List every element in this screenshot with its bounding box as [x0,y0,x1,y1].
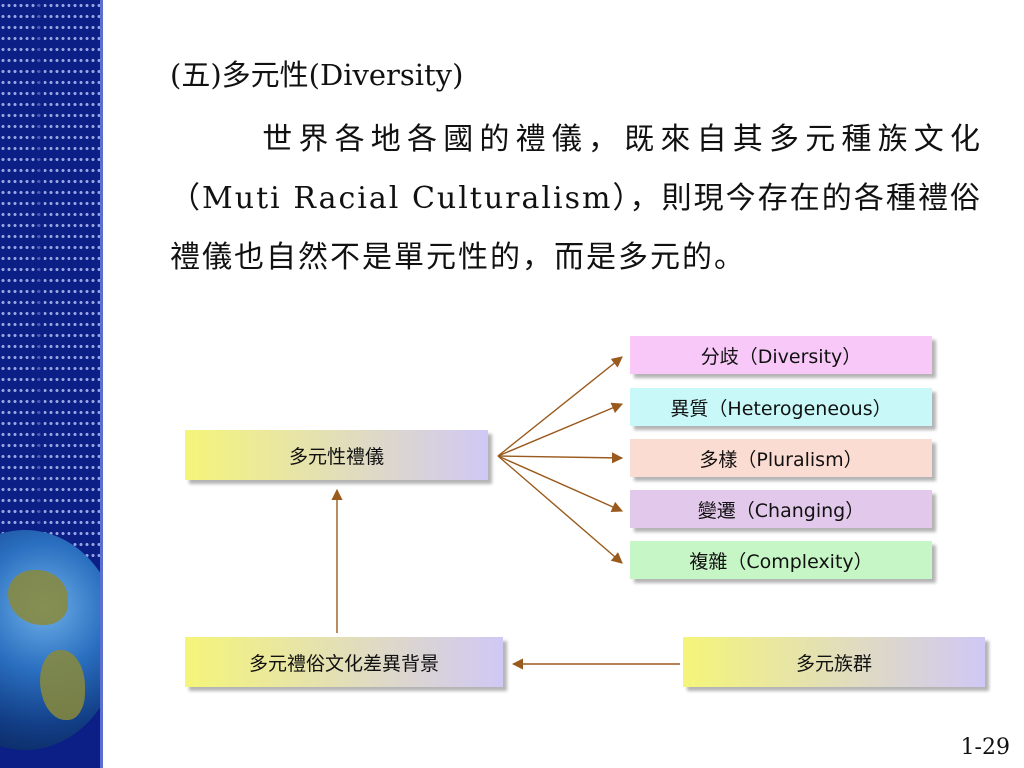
globe-icon [0,530,100,750]
arrow-to-changing [497,455,624,513]
arrow-to-pluralism [497,452,624,464]
source-box: 多元族群 [683,637,985,687]
branch-box-pluralism: 多樣（Pluralism） [630,439,932,477]
sidebar-decoration [0,0,100,768]
branch-box-diversity: 分歧（Diversity） [630,336,932,374]
branch-box-complexity: 複雜（Complexity） [630,541,932,579]
page-number: 1-29 [960,735,1010,760]
slide-paragraph: 世界各地各國的禮儀，既來自其多元種族文化（Muti Racial Cultura… [170,110,982,287]
slide-title: (五)多元性(Diversity) [170,58,464,92]
paragraph-text: 世界各地各國的禮儀，既來自其多元種族文化（Muti Racial Cultura… [170,122,982,275]
center-box: 多元性禮儀 [185,430,488,480]
arrow-to-heterogeneous [497,402,624,457]
background-box: 多元禮俗文化差異背景 [185,637,503,687]
branch-box-heterogeneous: 異質（Heterogeneous） [630,388,932,426]
arrow-to-complexity [497,455,623,564]
branch-box-changing: 變遷（Changing） [630,490,932,528]
arrow-to-diversity [497,356,623,457]
